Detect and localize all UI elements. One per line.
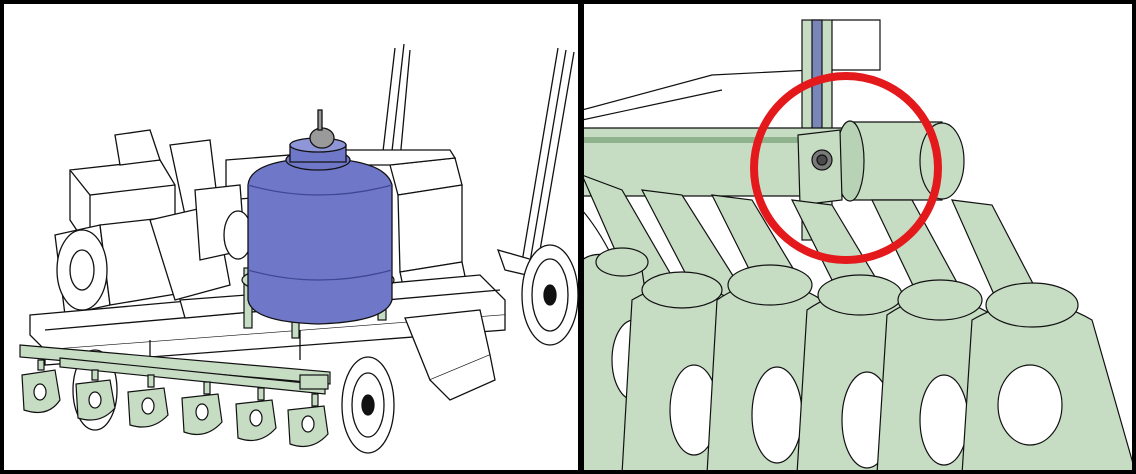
red-circle-highlight [750, 72, 942, 264]
detail-view-panel [582, 0, 1136, 474]
clamp [797, 129, 843, 206]
spray-bar [19, 344, 331, 395]
wheel-rear [521, 244, 579, 346]
main-tube [582, 120, 965, 202]
detail-render [582, 0, 1136, 474]
overall-view-panel [0, 0, 582, 474]
overall-machine-render [0, 0, 582, 474]
nozzle-bodies [582, 247, 1136, 474]
engine [54, 129, 253, 316]
spray-nozzles [21, 359, 329, 447]
gas-cylinder [247, 109, 393, 325]
